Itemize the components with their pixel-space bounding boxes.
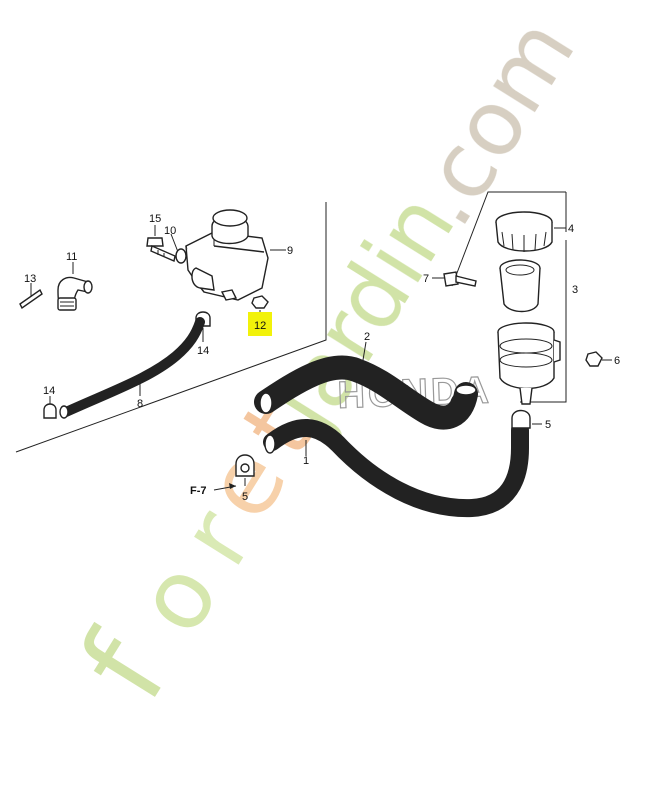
- reference-label-f7[interactable]: F-7: [190, 485, 207, 497]
- part-label-7[interactable]: 7: [423, 273, 429, 285]
- part-label-1[interactable]: 1: [303, 455, 309, 467]
- part-label-5-left[interactable]: 5: [242, 491, 248, 503]
- part-1-hose: [263, 419, 529, 518]
- part-5-clip-left: [213, 454, 255, 491]
- part-3-filter-basket: [499, 259, 541, 313]
- panel-borders: [15, 191, 567, 453]
- part-4-cap: [495, 211, 566, 252]
- highlight-box-part-12: [248, 312, 272, 336]
- part-labels: 1 2 3 4 5 5 6 7 8 9 10 11 12 13 14 14 15…: [24, 213, 620, 503]
- part-label-14-upper[interactable]: 14: [197, 345, 209, 357]
- part-label-5-right[interactable]: 5: [545, 419, 551, 431]
- part-9-reservoir-tank: [185, 209, 286, 301]
- watermark-dotcom: .com: [390, 1, 596, 244]
- part-10-washer: [170, 233, 187, 264]
- part-label-10[interactable]: 10: [164, 225, 176, 237]
- part-5-clip-right: [511, 409, 542, 429]
- part-label-11[interactable]: 11: [66, 251, 77, 263]
- part-15-bolt: [146, 225, 176, 262]
- part-label-4[interactable]: 4: [568, 223, 574, 235]
- part-8-hose: [59, 317, 205, 419]
- part-6-nut: [585, 351, 612, 367]
- part-label-13[interactable]: 13: [24, 273, 36, 285]
- part-13-pin: [19, 283, 43, 310]
- part-label-6[interactable]: 6: [614, 355, 620, 367]
- part-3-cup: [497, 322, 561, 405]
- part-11-elbow-joint: [57, 262, 93, 311]
- part-14-clip-lower: [43, 396, 57, 419]
- part-7-bolt: [432, 271, 477, 287]
- part-label-9[interactable]: 9: [287, 245, 293, 257]
- part-label-2[interactable]: 2: [364, 331, 370, 343]
- part-label-12[interactable]: 12: [254, 320, 266, 332]
- part-label-14-lower[interactable]: 14: [43, 385, 55, 397]
- part-label-15[interactable]: 15: [149, 213, 161, 225]
- part-2-corrugated-hose: [254, 341, 478, 430]
- part-label-8[interactable]: 8: [137, 398, 143, 410]
- part-label-3[interactable]: 3: [572, 284, 578, 296]
